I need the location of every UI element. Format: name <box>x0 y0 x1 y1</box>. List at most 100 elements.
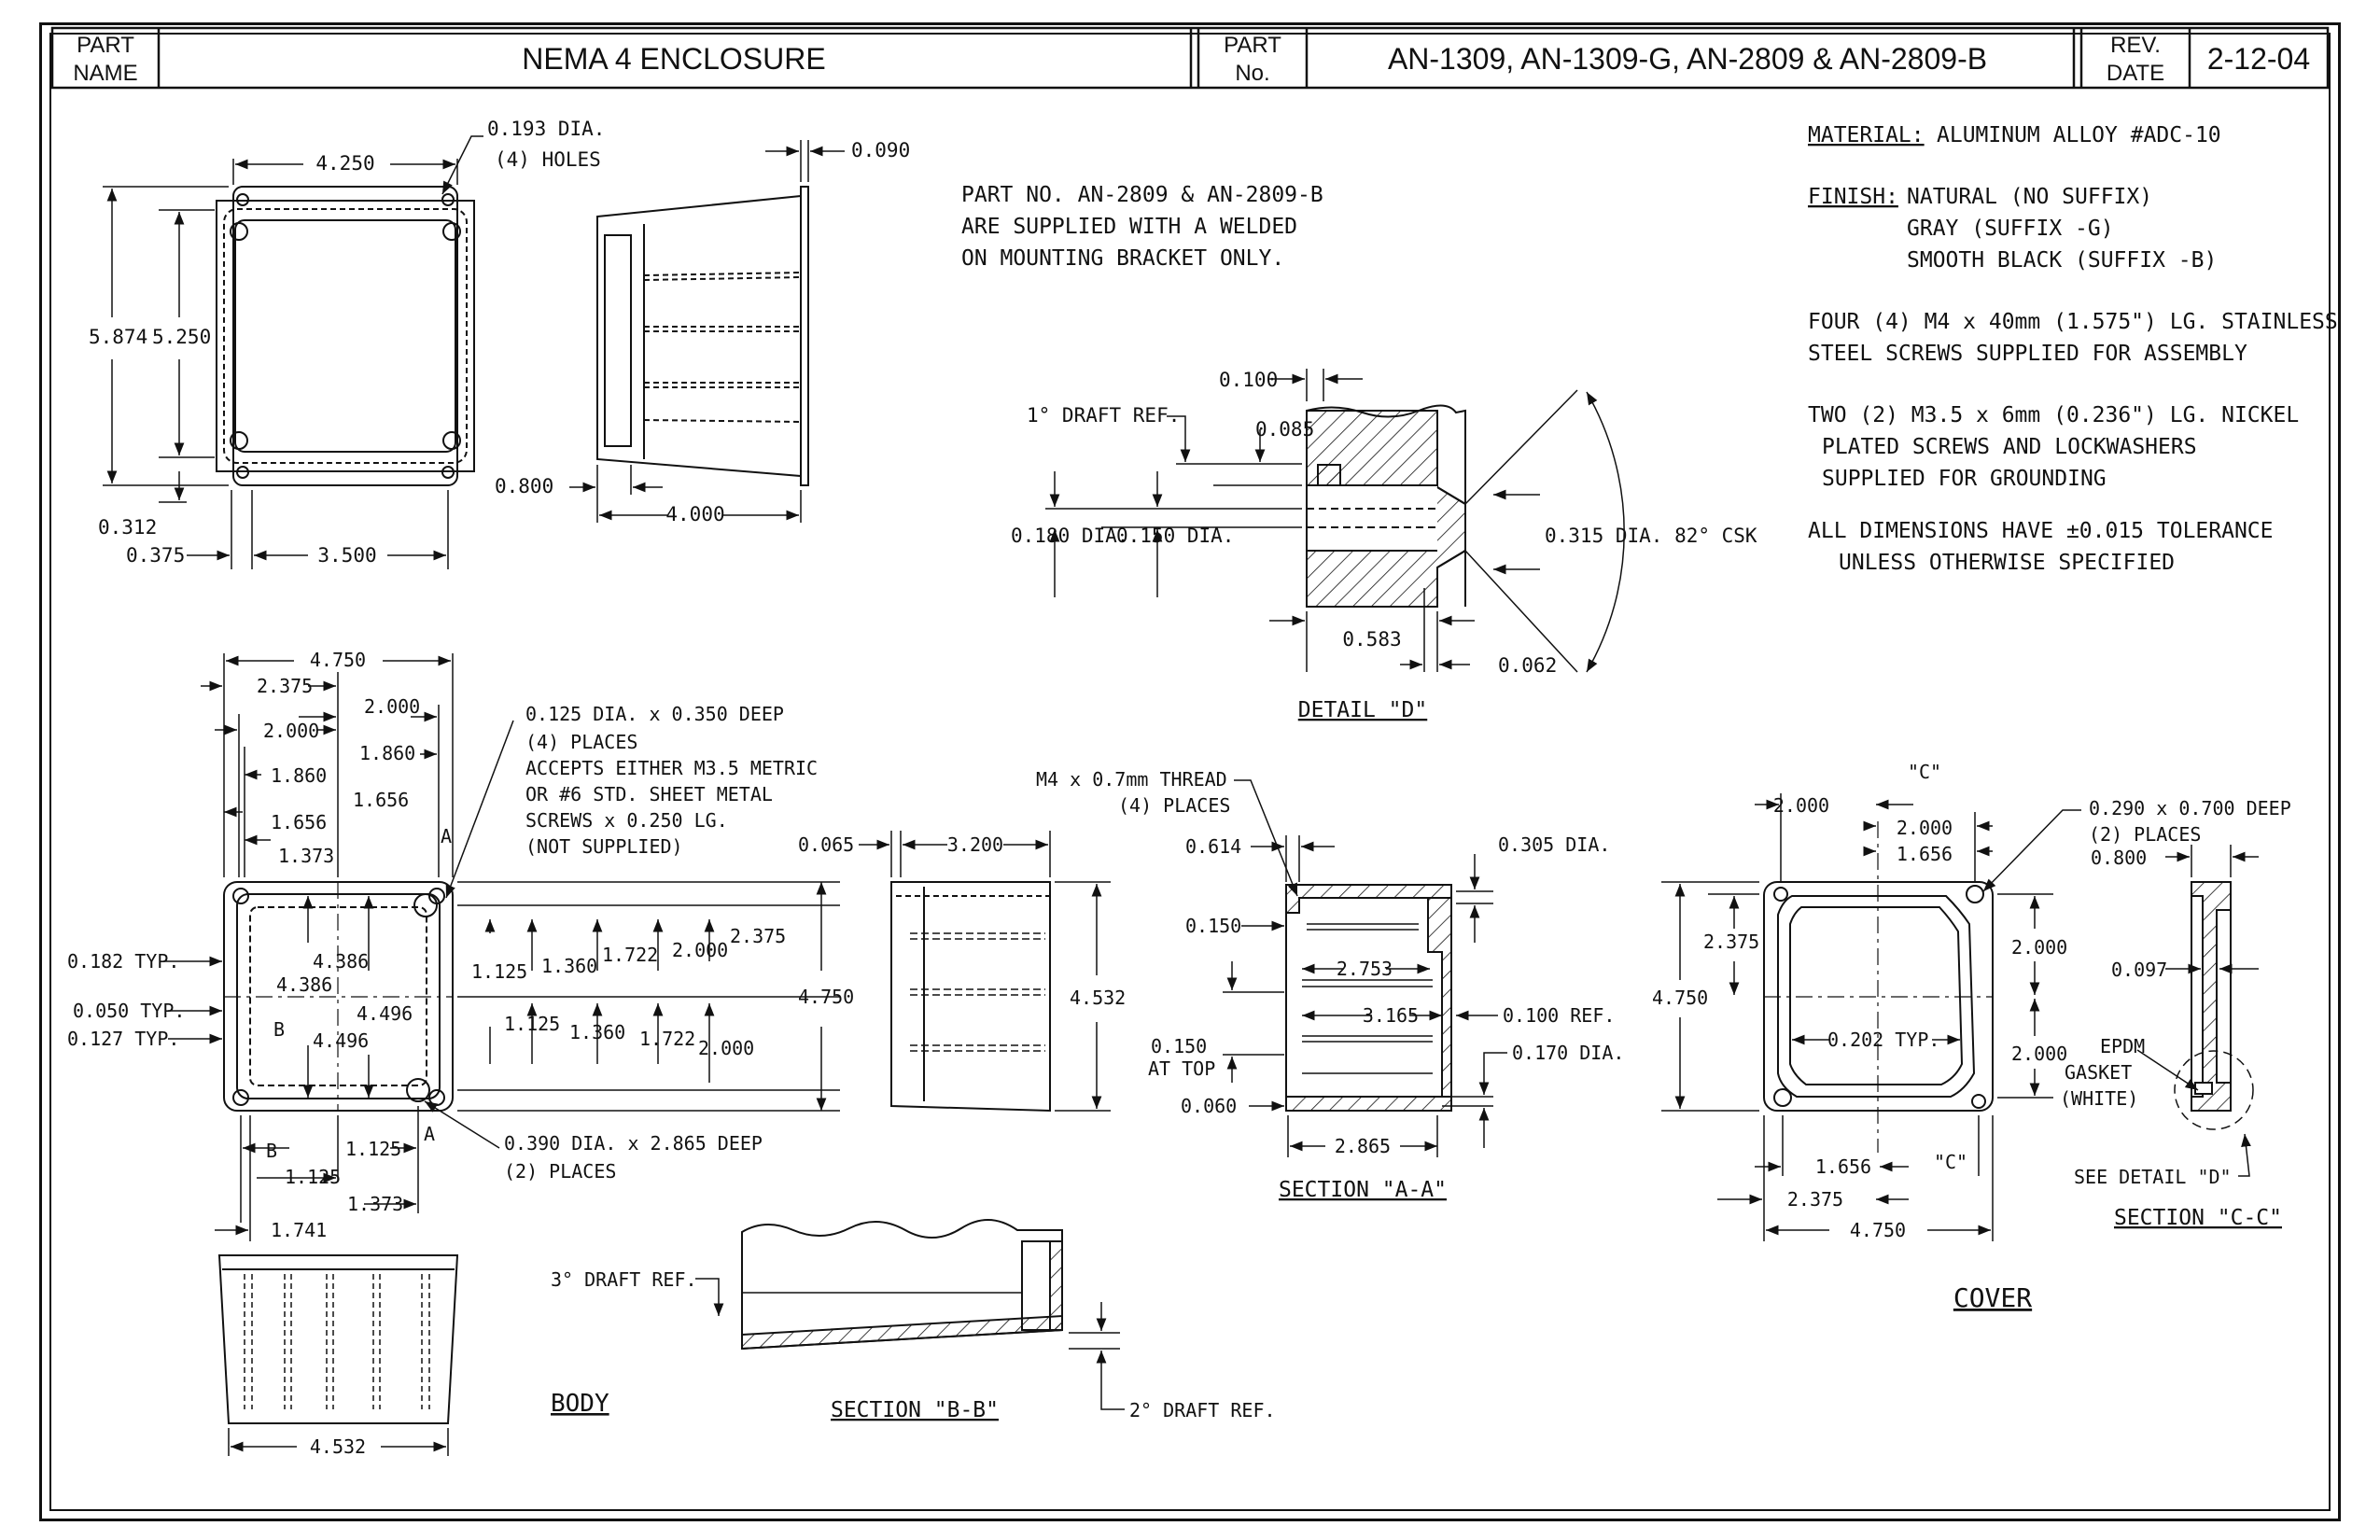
dim-body-1360v1: 1.360 <box>541 955 597 977</box>
dim-cover-0202: 0.202 TYP. <box>1827 1029 1939 1051</box>
part-name-label: PART <box>77 33 134 58</box>
pilot-hole-note-1: 0.125 DIA. x 0.350 DEEP <box>525 703 784 725</box>
dim-body-1125h2: 1.125 <box>345 1138 401 1160</box>
dim-body-1373: 1.373 <box>278 845 334 867</box>
cover-hole-note-1: 0.290 x 0.700 DEEP <box>2089 797 2291 819</box>
dim-body-1860b: 1.860 <box>271 764 327 787</box>
tolerance-note-2: UNLESS OTHERWISE SPECIFIED <box>1839 551 2175 575</box>
body-view <box>223 881 454 1112</box>
section-c-label-bottom: "C" <box>1934 1151 1967 1173</box>
dim-aa-3165: 3.165 <box>1363 1004 1419 1027</box>
see-detail-d-note: SEE DETAIL "D" <box>2074 1166 2232 1188</box>
gasket-note-2: GASKET <box>2065 1061 2132 1084</box>
dim-aa-0150-top: 0.150 <box>1151 1035 1207 1057</box>
cover-view <box>1763 821 1994 1153</box>
section-cc-title: SECTION "C-C" <box>2114 1206 2282 1230</box>
section-a-label-bottom: A <box>424 1123 435 1145</box>
top-view <box>216 186 475 486</box>
finish-note-1: NATURAL (NO SUFFIX) <box>1907 185 2152 209</box>
dim-aa-at-top: AT TOP <box>1148 1057 1215 1080</box>
dim-cover-2375: 2.375 <box>1703 931 1759 953</box>
cover-title: COVER <box>1953 1282 2032 1313</box>
dim-aa-0170: 0.170 DIA. <box>1512 1042 1624 1064</box>
dim-0800: 0.800 <box>495 475 553 497</box>
pilot-hole-note-6: (NOT SUPPLIED) <box>525 835 683 858</box>
screws-note-2a: TWO (2) M3.5 x 6mm (0.236") LG. NICKEL <box>1808 403 2299 427</box>
dim-cover-2375b: 2.375 <box>1787 1188 1843 1211</box>
screws-note-2c: SUPPLIED FOR GROUNDING <box>1822 467 2107 491</box>
dim-cover-2000v2: 2.000 <box>2011 1043 2067 1065</box>
dim-cover-1656b: 1.656 <box>1815 1155 1871 1178</box>
part-no-label-2: No. <box>1235 61 1269 86</box>
section-bb <box>741 1219 1063 1351</box>
finish-note-3: SMOOTH BLACK (SUFFIX -B) <box>1907 248 2217 273</box>
section-bb-title: SECTION "B-B" <box>831 1398 999 1422</box>
dim-aa-0100-ref: 0.100 REF. <box>1503 1004 1615 1027</box>
dim-body-1125v1: 1.125 <box>471 960 527 983</box>
part-name-label-2: NAME <box>73 61 137 86</box>
finish-note-2: GRAY (SUFFIX -G) <box>1907 217 2114 241</box>
side-view <box>596 186 809 486</box>
dim-body-4386b: 4.386 <box>276 973 332 996</box>
dim-d-0315-csk: 0.315 DIA. 82° CSK <box>1545 525 1757 547</box>
section-b-label-bottom: B <box>266 1140 277 1162</box>
dim-body-2000a: 2.000 <box>364 695 420 718</box>
detail-d-title: DETAIL "D" <box>1298 698 1427 722</box>
section-b-label: B <box>273 1018 285 1041</box>
pilot-hole-note-4: OR #6 STD. SHEET METAL <box>525 783 773 805</box>
dim-cover-4750h: 4.750 <box>1850 1219 1906 1241</box>
screws-note-1b: STEEL SCREWS SUPPLIED FOR ASSEMBLY <box>1808 342 2247 366</box>
dim-aa-0305: 0.305 DIA. <box>1498 833 1610 856</box>
title-block <box>50 26 2330 90</box>
deep-hole-note-2: (2) PLACES <box>504 1160 616 1183</box>
dim-d-0100: 0.100 <box>1219 369 1278 391</box>
dim-height-5874: 5.874 <box>89 326 147 348</box>
dim-3500: 3.500 <box>317 544 376 567</box>
dim-body-2000v2: 2.000 <box>698 1037 754 1059</box>
material-note: ALUMINUM ALLOY #ADC-10 <box>1937 123 2221 147</box>
dim-front-4532: 4.532 <box>310 1435 366 1458</box>
body-side-view <box>890 881 1051 1113</box>
thread-note-1: M4 x 0.7mm THREAD <box>1036 768 1227 791</box>
dim-cover-2000b: 2.000 <box>1897 817 1953 839</box>
dim-body-0127: 0.127 TYP. <box>67 1028 179 1050</box>
dim-body-4496b: 4.496 <box>313 1029 369 1052</box>
dim-width-4250: 4.250 <box>315 152 374 175</box>
draft-3-ref: 3° DRAFT REF. <box>551 1268 697 1291</box>
part-name: NEMA 4 ENCLOSURE <box>522 42 825 76</box>
dim-aa-2865: 2.865 <box>1335 1135 1391 1157</box>
dim-d-0583: 0.583 <box>1342 628 1401 651</box>
deep-hole-note-1: 0.390 DIA. x 2.865 DEEP <box>504 1132 763 1155</box>
dim-d-0150: 0.150 DIA. <box>1116 525 1234 547</box>
bracket-note-3: ON MOUNTING BRACKET ONLY. <box>961 246 1284 271</box>
dim-cc-0097: 0.097 <box>2111 959 2167 981</box>
dim-cover-2000v1: 2.000 <box>2011 936 2067 959</box>
draft-1-ref: 1° DRAFT REF. <box>1027 404 1180 427</box>
finish-label: FINISH: <box>1808 185 1898 209</box>
dim-aa-0060: 0.060 <box>1181 1095 1237 1117</box>
section-a-label-top: A <box>441 825 452 847</box>
rev-label: REV. <box>2110 33 2161 58</box>
dim-body-1656b: 1.656 <box>271 811 327 833</box>
part-no: AN-1309, AN-1309-G, AN-2809 & AN-2809-B <box>1388 42 1987 76</box>
dim-body-0182: 0.182 TYP. <box>67 950 179 973</box>
tolerance-note-1: ALL DIMENSIONS HAVE ±0.015 TOLERANCE <box>1808 519 2274 543</box>
dim-cover-1656: 1.656 <box>1897 843 1953 865</box>
dim-body-1860a: 1.860 <box>359 742 415 764</box>
dim-body-1373b: 1.373 <box>347 1193 403 1215</box>
pilot-hole-note-5: SCREWS x 0.250 LG. <box>525 809 728 832</box>
dim-aa-2753: 2.753 <box>1337 958 1393 980</box>
holes-note-2: (4) HOLES <box>495 148 601 171</box>
dim-aa-0150: 0.150 <box>1185 915 1241 937</box>
dim-0090: 0.090 <box>851 139 910 161</box>
screws-note-1a: FOUR (4) M4 x 40mm (1.575") LG. STAINLES… <box>1808 310 2338 334</box>
dim-side-3200: 3.200 <box>947 833 1003 856</box>
gasket-note-3: (WHITE) <box>2060 1087 2138 1110</box>
bracket-note-1: PART NO. AN-2809 & AN-2809-B <box>961 183 1323 207</box>
dim-body-1656a: 1.656 <box>353 789 409 811</box>
part-no-label: PART <box>1224 33 1281 58</box>
body-title: BODY <box>551 1390 609 1418</box>
dim-4000: 4.000 <box>665 503 724 525</box>
dim-body-2000v1: 2.000 <box>672 939 728 961</box>
